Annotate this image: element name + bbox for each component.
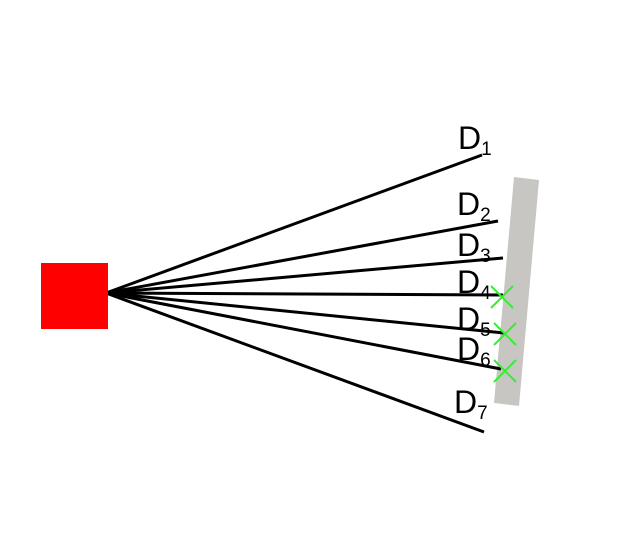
- ray-line-d3: [105, 256, 504, 295]
- ray-label-index: 5: [480, 320, 491, 341]
- ray-label-letter: D: [457, 331, 480, 367]
- ray-label-letter: D: [457, 264, 480, 300]
- hit-marker-d4: [490, 285, 514, 309]
- light-source: [41, 263, 108, 329]
- ray-label-index: 1: [481, 139, 492, 160]
- ray-label-index: 7: [477, 403, 488, 424]
- ray-label-d2: D2: [457, 186, 491, 226]
- ray-line-d2: [105, 219, 499, 295]
- barrier-panel: [494, 177, 539, 406]
- ray-label-letter: D: [457, 301, 480, 337]
- ray-line-d7: [105, 291, 485, 434]
- rays-group: [105, 153, 505, 434]
- hit-markers-group: [490, 285, 517, 383]
- ray-label-d5: D5: [457, 301, 491, 341]
- ray-line-d1: [105, 153, 483, 295]
- ray-label-letter: D: [458, 120, 481, 156]
- hit-marker-d5: [493, 322, 517, 346]
- ray-label-letter: D: [457, 227, 480, 263]
- ray-line-d4: [105, 291, 504, 297]
- ray-label-letter: D: [457, 186, 480, 222]
- ray-line-d6: [105, 291, 502, 371]
- ray-label-d3: D3: [457, 227, 491, 267]
- ray-label-index: 6: [480, 350, 491, 371]
- ray-label-index: 2: [480, 205, 491, 226]
- ray-label-d6: D6: [457, 331, 491, 371]
- ray-label-letter: D: [454, 384, 477, 420]
- ray-label-d1: D1: [458, 120, 492, 160]
- hit-marker-d6: [493, 359, 517, 383]
- ray-label-d4: D4: [457, 264, 491, 304]
- ray-label-d7: D7: [454, 384, 488, 424]
- ray-label-index: 4: [480, 283, 491, 304]
- ray-label-index: 3: [480, 246, 491, 267]
- ray-line-d5: [105, 291, 505, 335]
